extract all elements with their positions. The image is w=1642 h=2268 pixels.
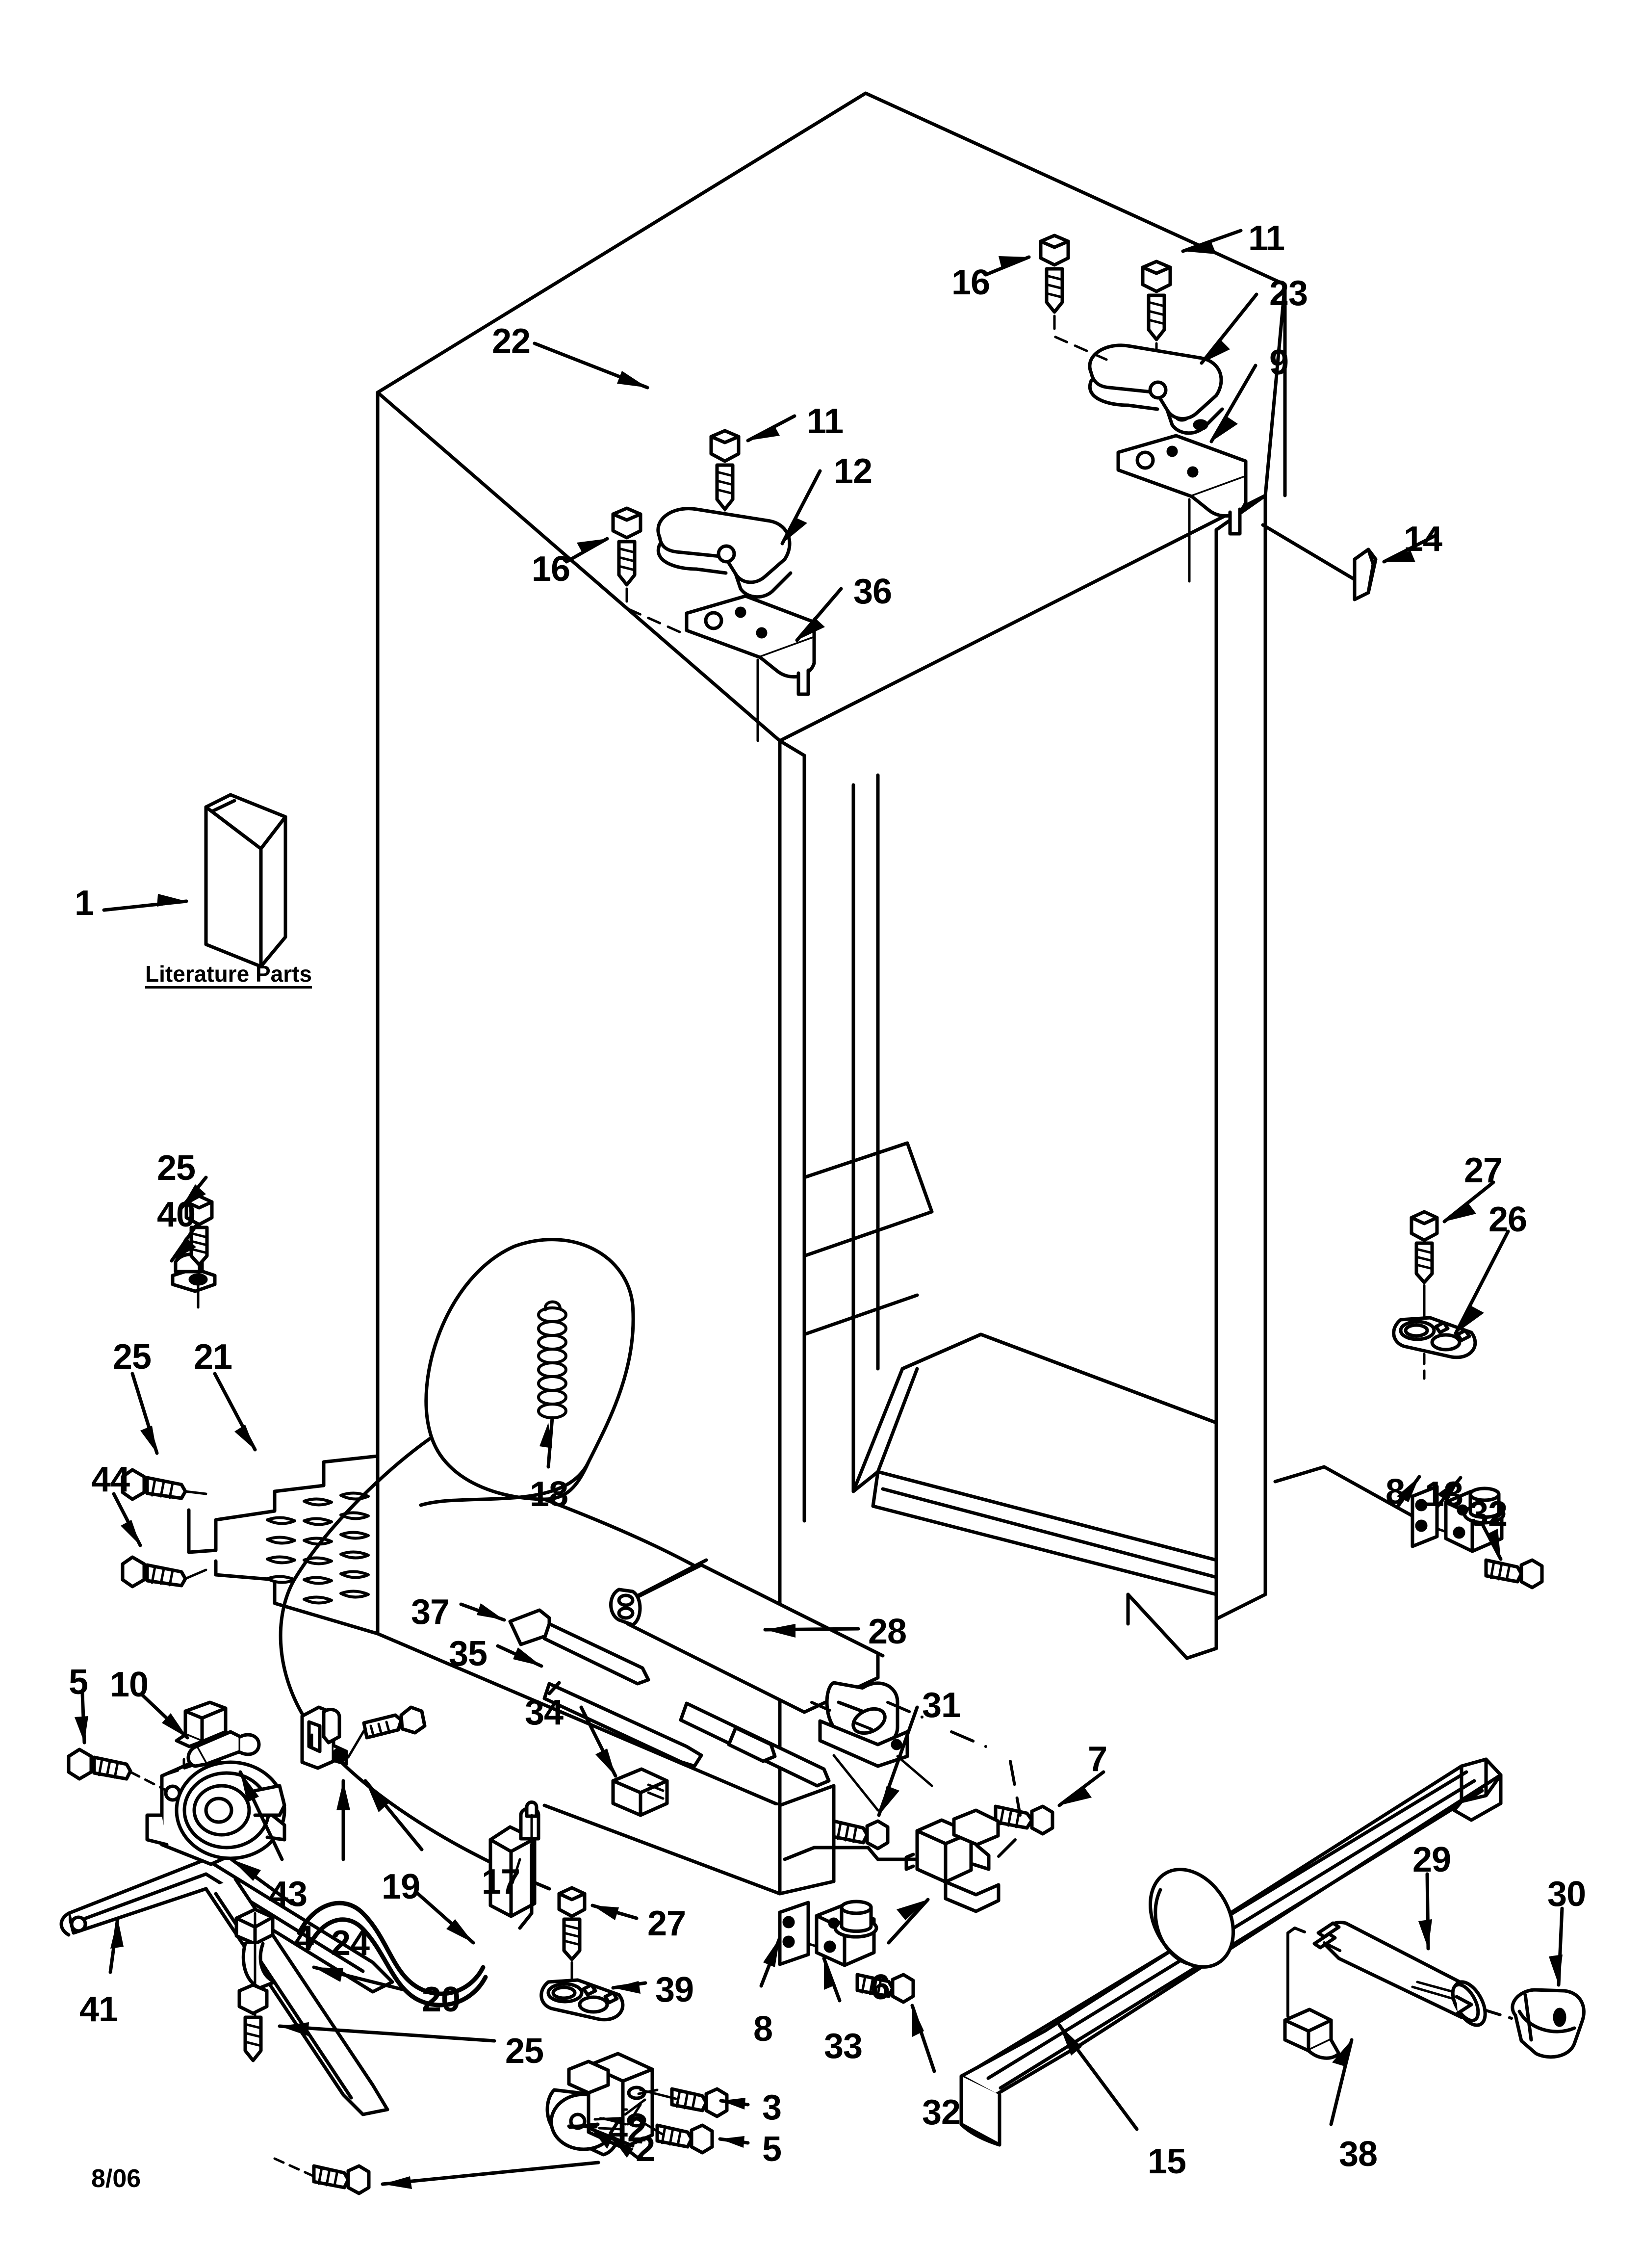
callout-7: 7 (1088, 1740, 1107, 1779)
callout-8-right: 8 (1385, 1472, 1405, 1512)
callout-16-right: 16 (951, 263, 990, 302)
callout-41: 41 (79, 1990, 118, 2029)
callout-42: 42 (608, 2110, 647, 2149)
callout-25-upper: 25 (157, 1148, 196, 1188)
callout-36: 36 (853, 572, 892, 611)
callout-11-center: 11 (807, 402, 844, 441)
callout-21: 21 (194, 1337, 232, 1377)
callout-18: 18 (530, 1475, 568, 1514)
callout-40: 40 (157, 1195, 196, 1234)
callout-12: 12 (834, 452, 872, 491)
section-label-literature-parts: Literature Parts (145, 961, 312, 987)
callout-43: 43 (269, 1875, 308, 1914)
callout-1: 1 (75, 884, 94, 923)
callout-33: 33 (824, 2027, 863, 2066)
callout-5-left: 5 (69, 1663, 88, 1702)
callout-44: 44 (91, 1460, 130, 1499)
callout-14: 14 (1404, 520, 1442, 559)
callout-35: 35 (449, 1634, 487, 1673)
callout-25-panel: 25 (113, 1337, 152, 1377)
callout-31: 31 (922, 1686, 961, 1725)
callout-39: 39 (655, 1970, 694, 2009)
callout-34: 34 (525, 1693, 564, 1732)
callout-25-lower: 25 (505, 2032, 544, 2071)
callout-16-center: 16 (532, 549, 570, 589)
callout-20: 20 (422, 1980, 461, 2019)
date-stamp: 8/06 (91, 2164, 141, 2193)
callout-15: 15 (1148, 2142, 1186, 2181)
callout-6: 6 (871, 1968, 890, 2007)
callout-3: 3 (762, 2088, 782, 2127)
callout-13: 13 (1425, 1475, 1463, 1514)
callout-23: 23 (1269, 274, 1308, 313)
callout-24: 24 (331, 1924, 370, 1963)
callout-30: 30 (1547, 1875, 1586, 1914)
callout-32-center: 32 (922, 2093, 961, 2132)
callout-27-center: 27 (647, 1904, 686, 1943)
callout-26: 26 (1488, 1200, 1527, 1239)
callout-37: 37 (411, 1592, 450, 1632)
callout-8-center: 8 (753, 2009, 773, 2049)
callout-11-right: 11 (1248, 219, 1285, 258)
callout-2: 2 (636, 2130, 655, 2169)
callout-28: 28 (868, 1612, 907, 1651)
callout-9: 9 (1269, 343, 1289, 382)
callout-32-right: 32 (1469, 1494, 1508, 1534)
callout-10: 10 (110, 1665, 149, 1704)
callout-19: 19 (382, 1867, 420, 1906)
callout-38: 38 (1339, 2135, 1378, 2174)
callout-5-roller: 5 (762, 2130, 782, 2169)
callout-22: 22 (492, 322, 531, 361)
callout-29: 29 (1412, 1840, 1451, 1879)
callout-27-right: 27 (1464, 1151, 1503, 1190)
callout-4: 4 (294, 1919, 314, 1958)
callout-17: 17 (482, 1862, 520, 1902)
